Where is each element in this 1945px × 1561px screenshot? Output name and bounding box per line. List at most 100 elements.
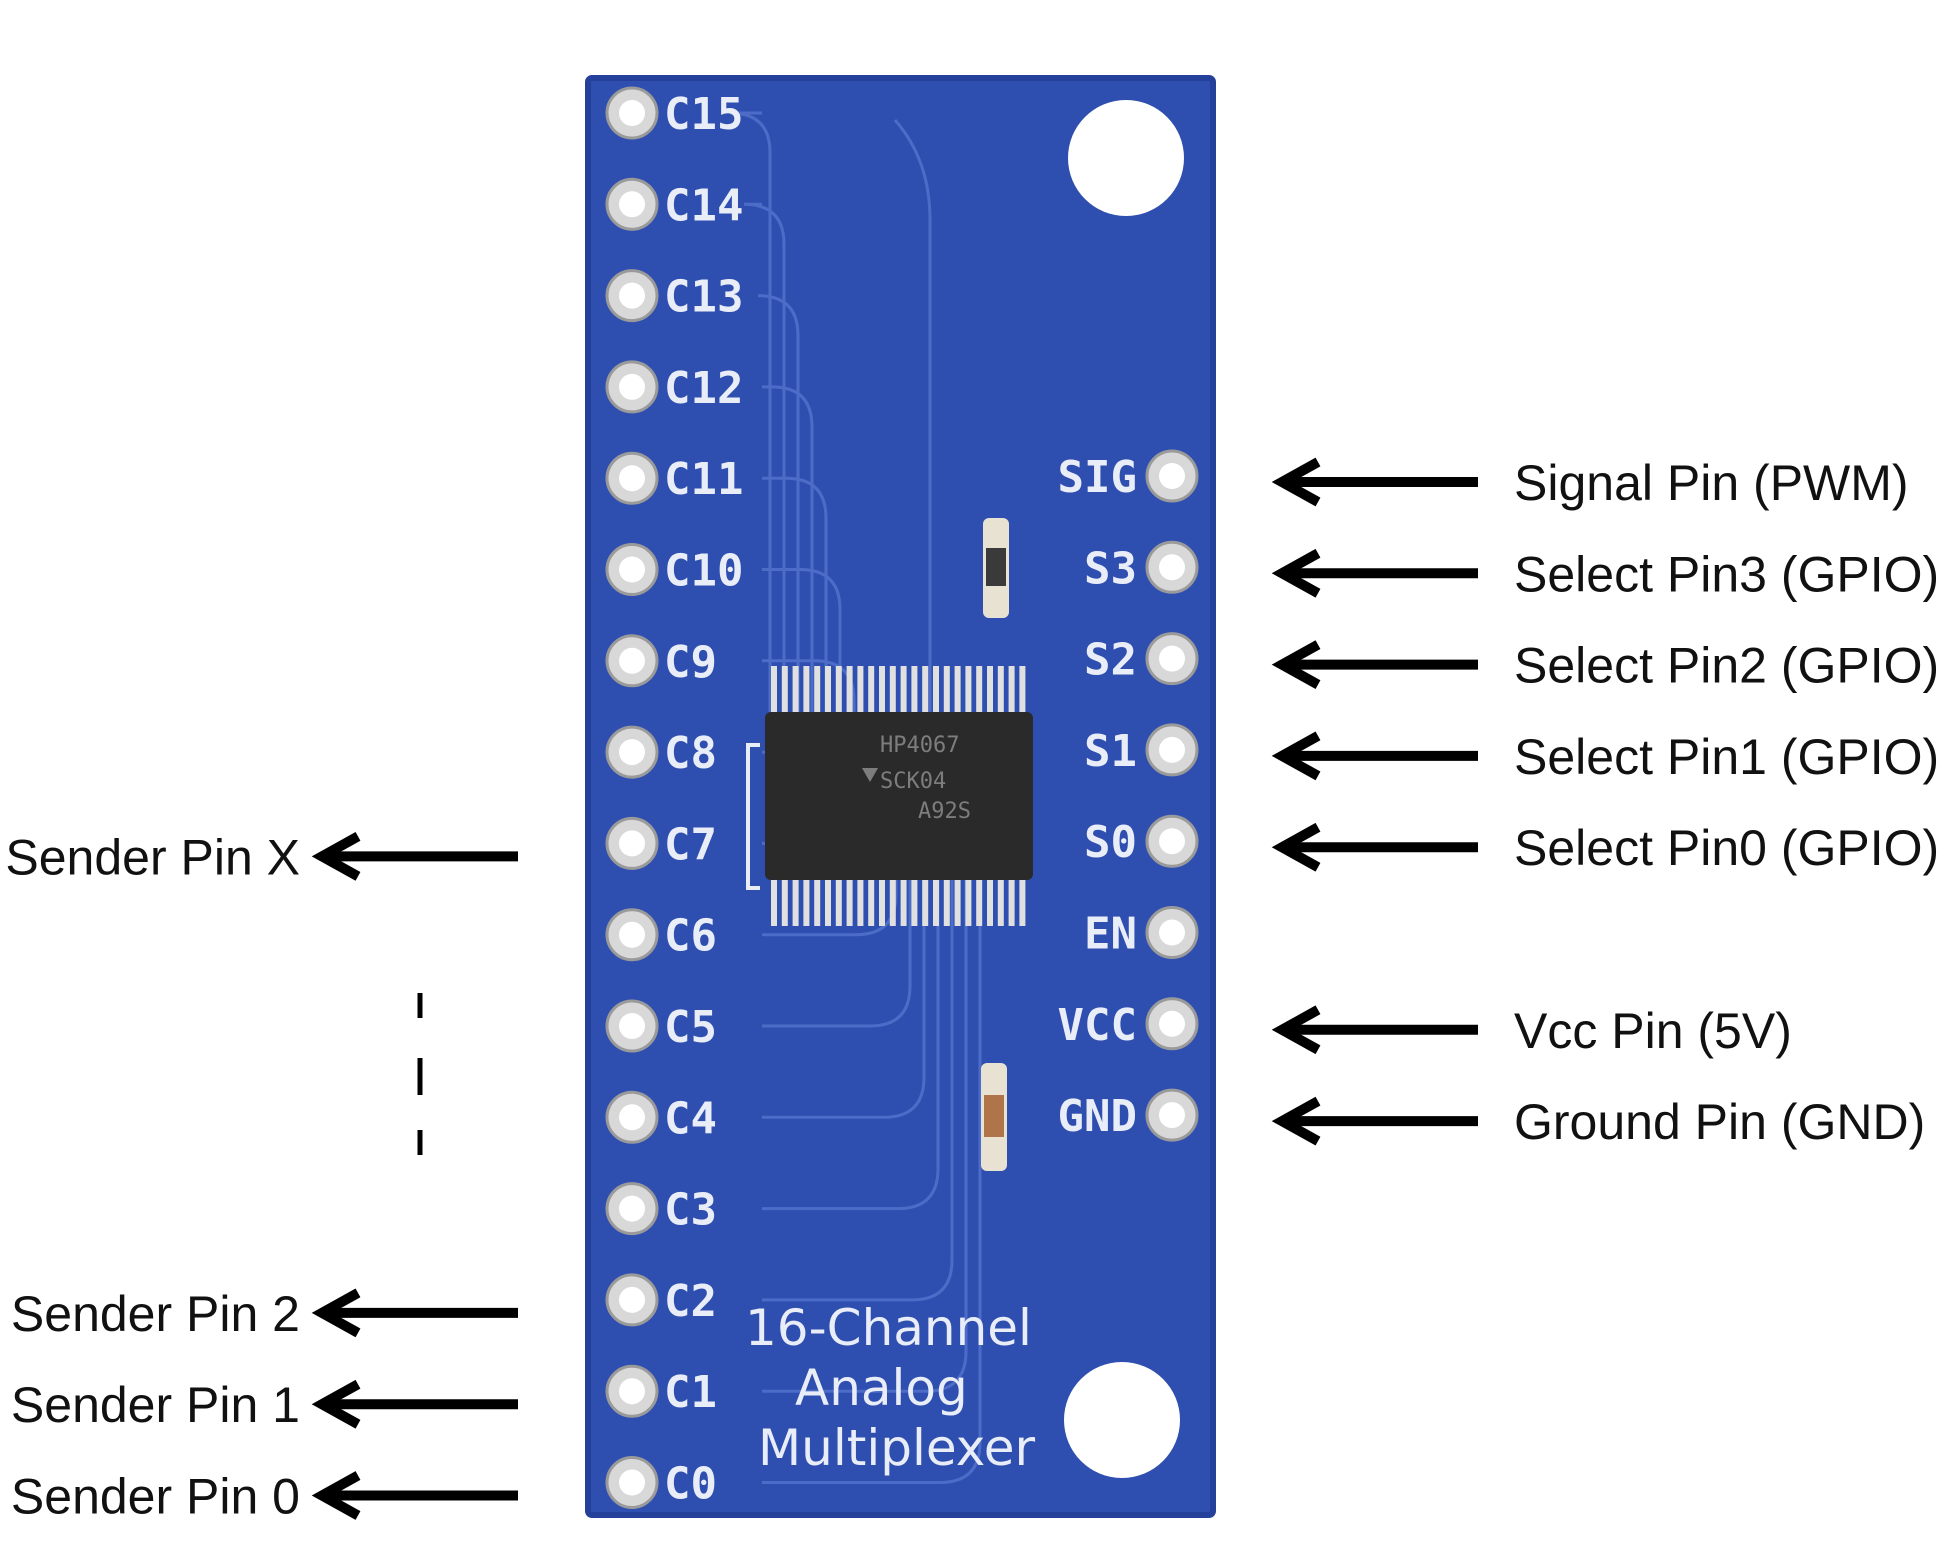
chip-marking-2: SCK04 [880,769,946,794]
annotation-label-s3: Select Pin3 (GPIO) [1514,546,1939,602]
pin-hole [619,1469,645,1496]
pin-label-en: EN [1084,909,1137,960]
board-title-line-3: Multiplexer [758,1419,1036,1477]
pin-label-c5: C5 [664,1002,717,1053]
chip-pin [803,666,810,714]
annotation-label-vcc: Vcc Pin (5V) [1514,1003,1792,1059]
annotation-s1: Select Pin1 (GPIO) [1271,729,1939,785]
chip-pin [825,666,831,714]
arrowhead-icon [1271,457,1321,507]
chip-pin [825,878,831,926]
board-title-line-1: 16-Channel [745,1299,1032,1357]
chip-pin [781,666,788,714]
annotation-c2: Sender Pin 2 [11,1286,518,1342]
chip-pin [965,666,972,714]
chip-pin [933,666,939,714]
pcb-trace [762,880,968,1393]
pin-hole [1159,554,1185,581]
chip-pin [911,666,918,714]
pin-label-c0: C0 [664,1459,717,1510]
pin-hole [619,830,645,857]
pin-hole [1159,1102,1185,1129]
chip-pin [857,878,864,926]
pin-label-sig: SIG [1058,452,1137,503]
pin-label-s3: S3 [1084,543,1137,594]
right-annotations: Signal Pin (PWM) Select Pin3 (GPIO) Select… [1271,455,1939,1150]
pcb-trace [762,880,926,1119]
chip-pin [814,666,821,714]
silkscreen-bracket [746,743,760,890]
chip-pin [792,878,799,926]
pin-hole [619,556,645,583]
pin-hole [619,739,645,766]
chip-pin [997,878,1004,926]
pin-hole [619,282,645,309]
pin-hole [619,465,645,492]
pin-hole [619,373,645,400]
pin-hole [1159,645,1185,672]
chip-pin [835,666,842,714]
annotation-gnd: Ground Pin (GND) [1271,1094,1925,1150]
arrowhead-icon [1271,640,1321,689]
pcb-trace [762,659,856,712]
pin-label-c13: C13 [664,272,743,323]
chip-pin [943,878,950,926]
chip-pin [835,878,842,926]
annotation-label-s2: Select Pin2 (GPIO) [1514,638,1939,694]
chip-pin [792,666,799,714]
chip-pin [922,666,929,714]
chip-marking-1: HP4067 [880,733,959,758]
pcb-board: HP4067 SCK04 A92S C15C14C13C12C11C10C9C8… [585,75,1216,1518]
annotation-label-gnd: Ground Pin (GND) [1514,1094,1925,1150]
pcb-trace [893,119,932,712]
annotation-label-s1: Select Pin1 (GPIO) [1514,729,1939,785]
chip-pin [868,666,875,714]
chip-body [765,712,1033,880]
arrowhead-icon [1271,548,1321,598]
chip-pin [803,878,810,926]
annotation-label-c0: Sender Pin 0 [11,1469,300,1525]
annotation-label-c7: Sender Pin X [5,829,300,885]
annotation-s2: Select Pin2 (GPIO) [1271,638,1939,694]
mux-chip: HP4067 SCK04 A92S [765,666,1033,926]
left-annotations: Sender Pin X Sender Pin 2 Sender Pin 1 Send… [5,829,518,1525]
chip-pin [879,666,885,714]
pin-label-c4: C4 [664,1093,717,1144]
arrowhead-icon [1271,822,1321,872]
pin-hole [619,191,645,218]
pcb-trace [762,880,982,1484]
pin-hole [619,1104,645,1131]
annotation-label-c2: Sender Pin 2 [11,1286,300,1342]
pin-hole [619,1013,645,1039]
pin-label-c9: C9 [664,637,717,688]
arrowhead-icon [311,1288,361,1338]
pcb-trace [729,111,772,712]
chip-pins-bottom [771,878,1026,926]
chip-pin [987,666,993,714]
chip-pin [954,666,961,714]
board-title-line-2: Analog [795,1359,968,1417]
arrowhead-icon [1271,1096,1321,1146]
pin-label-c2: C2 [664,1276,717,1327]
pin-label-vcc: VCC [1058,1000,1137,1051]
pcb-trace [757,294,800,712]
pcb-trace [762,385,814,712]
annotation-vcc: Vcc Pin (5V) [1271,1003,1792,1059]
chip-pin [879,878,885,926]
pin-label-c8: C8 [664,728,717,779]
annotation-label-s0: Select Pin0 (GPIO) [1514,820,1939,876]
annotation-s3: Select Pin3 (GPIO) [1271,546,1939,602]
pin-hole [619,100,645,126]
chip-pin [868,878,875,926]
annotation-c1: Sender Pin 1 [11,1377,518,1433]
annotation-sig: Signal Pin (PWM) [1271,455,1909,511]
chip-pin [900,878,907,926]
arrowhead-icon [1271,731,1321,781]
chip-pin [771,666,777,714]
arrowhead-icon [1271,1005,1321,1055]
mounting-hole-top [1068,100,1184,216]
pin-hole [619,1286,645,1313]
annotation-c0: Sender Pin 0 [11,1469,518,1525]
